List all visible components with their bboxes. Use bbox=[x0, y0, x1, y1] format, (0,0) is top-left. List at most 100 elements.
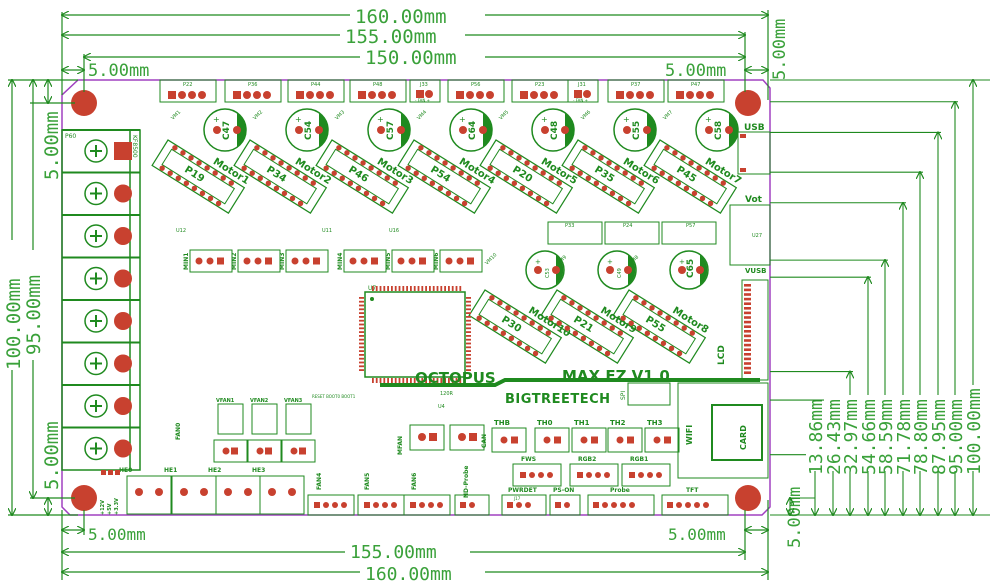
socket-inner bbox=[161, 148, 236, 205]
pin bbox=[527, 190, 534, 197]
socket-outline bbox=[540, 289, 635, 364]
pad bbox=[313, 257, 320, 265]
lcd-pin bbox=[744, 288, 751, 292]
socket-outline bbox=[233, 139, 328, 214]
pin bbox=[294, 170, 300, 176]
pad bbox=[314, 502, 320, 508]
pin bbox=[344, 150, 350, 156]
mcu-pin bbox=[451, 286, 454, 291]
capacitor-c53 bbox=[525, 250, 565, 290]
pad bbox=[458, 433, 466, 441]
capacitor-c57 bbox=[367, 108, 411, 152]
pin bbox=[535, 195, 542, 202]
mcu-pin bbox=[459, 286, 462, 291]
mcu-pin bbox=[402, 378, 405, 383]
mcu-pin bbox=[466, 316, 471, 318]
pin bbox=[572, 330, 579, 336]
pad bbox=[114, 397, 132, 415]
lcd-pin bbox=[744, 362, 751, 365]
pad bbox=[466, 91, 474, 99]
screw-icon bbox=[84, 394, 108, 418]
mcu-pin bbox=[466, 304, 471, 307]
connector-label: P37 bbox=[631, 82, 640, 88]
cap-label: C47 bbox=[222, 121, 232, 140]
pin bbox=[442, 160, 448, 166]
pin bbox=[540, 170, 546, 176]
pad bbox=[705, 126, 713, 134]
pin bbox=[614, 165, 620, 171]
pin bbox=[339, 175, 345, 181]
pin bbox=[617, 195, 624, 202]
pin bbox=[487, 165, 493, 171]
pad bbox=[636, 91, 644, 99]
mcu-pin bbox=[459, 378, 462, 383]
pin bbox=[180, 150, 186, 156]
endstop-label: MIN5 bbox=[385, 253, 392, 270]
pad bbox=[263, 91, 271, 99]
dim-right-bg bbox=[824, 395, 842, 471]
pin bbox=[680, 155, 686, 161]
pad bbox=[244, 488, 252, 496]
mcu-pin bbox=[398, 378, 401, 383]
label-p60: P60 bbox=[65, 133, 76, 140]
pin bbox=[652, 335, 659, 342]
dim-right-bg bbox=[876, 395, 894, 471]
pin bbox=[606, 160, 612, 166]
mcu-pin bbox=[359, 331, 364, 333]
pin bbox=[458, 170, 464, 176]
mcu-pin bbox=[359, 323, 364, 326]
label-u16: U16 bbox=[389, 228, 399, 234]
mcu-pin bbox=[466, 354, 471, 356]
label-vusb: VUSB bbox=[745, 267, 766, 275]
pad bbox=[456, 91, 464, 99]
fan-label: FAN5 bbox=[364, 473, 371, 490]
pad bbox=[616, 436, 624, 444]
pad bbox=[611, 502, 617, 508]
pad bbox=[696, 91, 704, 99]
mcu-pin bbox=[394, 378, 397, 383]
label-p33: P33 bbox=[565, 223, 574, 229]
label-u7: U7 bbox=[368, 285, 376, 292]
mcu-pin bbox=[444, 286, 446, 291]
pin bbox=[543, 200, 550, 207]
mcu-pin bbox=[466, 323, 471, 326]
pad bbox=[694, 502, 700, 508]
connector-label: J33 bbox=[419, 82, 428, 88]
pin bbox=[262, 150, 268, 156]
plus-sign: + bbox=[705, 115, 712, 124]
pad bbox=[525, 502, 531, 508]
mcu-pin bbox=[372, 378, 374, 383]
pin bbox=[437, 185, 444, 192]
pin bbox=[620, 315, 626, 321]
pin bbox=[580, 335, 587, 342]
pin bbox=[476, 315, 482, 321]
pin bbox=[601, 185, 608, 192]
connector-p44 bbox=[287, 79, 345, 103]
pad bbox=[291, 257, 299, 265]
dim-top-155: 155.00mm bbox=[345, 26, 437, 48]
pad bbox=[678, 266, 686, 274]
connector-label: P48 bbox=[373, 82, 382, 88]
mcu-pin bbox=[421, 378, 424, 383]
mcu-pin bbox=[466, 365, 471, 368]
mcu-pin bbox=[466, 346, 471, 349]
mcu-pin bbox=[455, 378, 458, 383]
pad bbox=[685, 502, 691, 508]
cap-label: C48 bbox=[550, 121, 560, 140]
pin bbox=[188, 155, 194, 161]
pad bbox=[667, 502, 673, 508]
pad bbox=[155, 488, 163, 496]
pad bbox=[243, 91, 251, 99]
lcd-pin bbox=[744, 330, 751, 333]
pin bbox=[207, 195, 214, 202]
mcu-pin bbox=[359, 338, 364, 341]
thermistor-th3 bbox=[644, 427, 680, 453]
pad bbox=[467, 257, 474, 265]
mcu-pin bbox=[387, 286, 389, 291]
pad bbox=[295, 126, 303, 134]
pad bbox=[543, 436, 551, 444]
pin bbox=[500, 145, 506, 151]
connector-label: RGB2 bbox=[578, 456, 596, 463]
pin bbox=[241, 165, 247, 171]
